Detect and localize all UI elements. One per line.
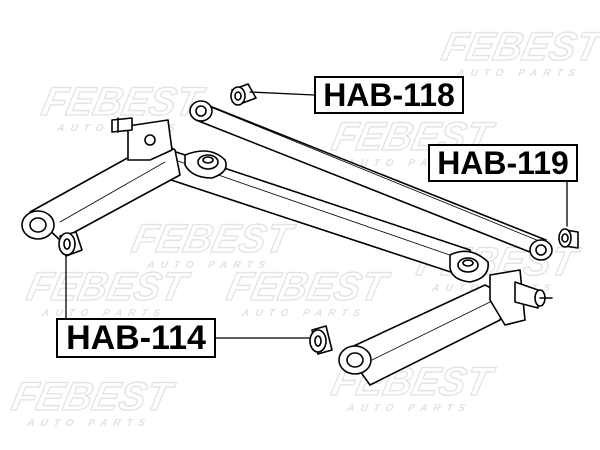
svg-text:AUTO PARTS: AUTO PARTS bbox=[240, 308, 367, 319]
svg-text:FEBEST: FEBEST bbox=[438, 23, 600, 68]
svg-text:FEBEST: FEBEST bbox=[38, 78, 209, 123]
part-label-hab-114: HAB-114 bbox=[56, 318, 216, 358]
part-label-hab-118: HAB-118 bbox=[314, 76, 464, 114]
left-trailing-arm bbox=[21, 117, 181, 241]
bushing-hab-118 bbox=[230, 83, 257, 106]
watermark-logo: FEBEST AUTO PARTS bbox=[7, 373, 179, 429]
svg-text:AUTO PARTS: AUTO PARTS bbox=[25, 418, 152, 429]
svg-text:FEBEST: FEBEST bbox=[128, 215, 299, 260]
svg-text:AUTO PARTS: AUTO PARTS bbox=[145, 260, 272, 271]
svg-text:FEBEST: FEBEST bbox=[23, 263, 194, 308]
right-trailing-arm bbox=[338, 269, 553, 386]
bushing-hab-114-right bbox=[309, 325, 333, 355]
bushing-hab-114-left bbox=[58, 231, 83, 257]
watermark-logo: FEBEST AUTO PARTS bbox=[127, 215, 299, 271]
svg-text:FEBEST: FEBEST bbox=[223, 263, 394, 308]
svg-text:FEBEST: FEBEST bbox=[8, 373, 179, 418]
part-label-hab-119: HAB-119 bbox=[428, 144, 578, 182]
svg-text:AUTO PARTS: AUTO PARTS bbox=[345, 158, 472, 169]
watermark-logo: FEBEST AUTO PARTS bbox=[22, 263, 194, 319]
lateral-rod bbox=[189, 100, 553, 261]
svg-text:AUTO PARTS: AUTO PARTS bbox=[455, 68, 582, 79]
leader-line-hab-118 bbox=[249, 91, 315, 96]
svg-text:AUTO PARTS: AUTO PARTS bbox=[40, 308, 167, 319]
bushing-hab-119 bbox=[558, 228, 579, 249]
watermark-logo: FEBEST AUTO PARTS bbox=[222, 263, 394, 319]
leader-lines bbox=[65, 91, 568, 339]
febest-watermarks: FEBEST AUTO PARTS FEBEST AUTO PARTS FEBE… bbox=[7, 23, 600, 429]
watermark-logo: FEBEST AUTO PARTS bbox=[437, 23, 600, 79]
svg-text:AUTO PARTS: AUTO PARTS bbox=[345, 403, 472, 414]
